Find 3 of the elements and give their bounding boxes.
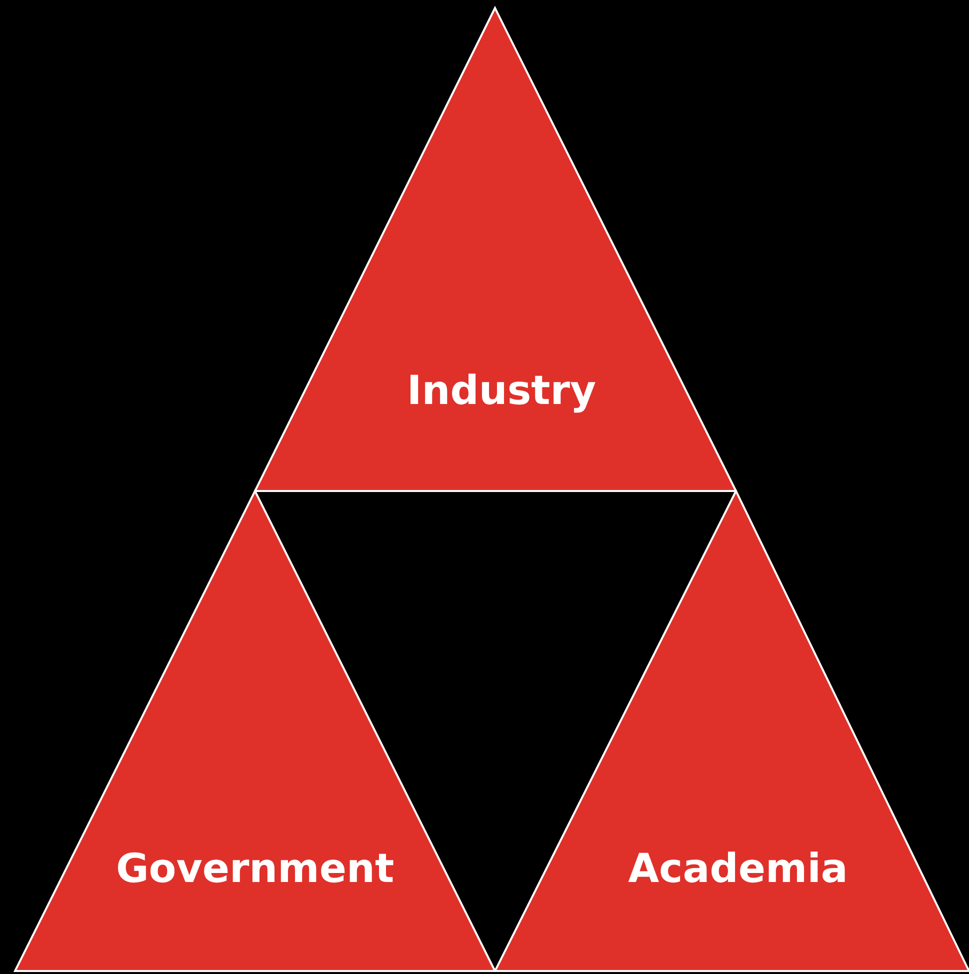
node-label: Academia — [628, 846, 848, 892]
node-label: Government — [116, 846, 394, 892]
node-label: Industry — [406, 368, 596, 414]
